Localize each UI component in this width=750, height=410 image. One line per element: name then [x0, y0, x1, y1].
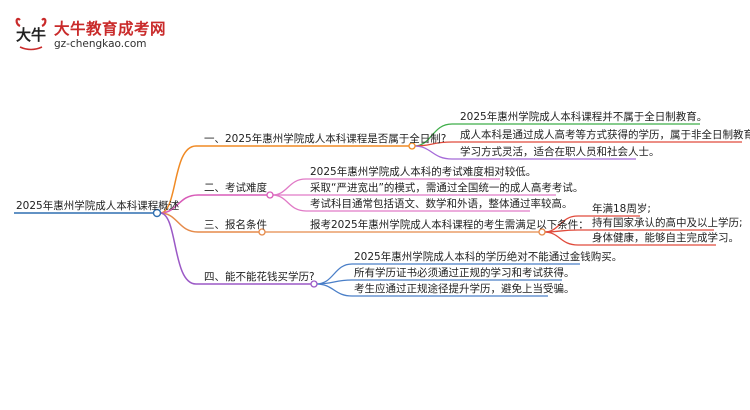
bull-logo-icon: 大牛 [15, 17, 47, 51]
branch-1-label[interactable]: 一、2025年惠州学院成人本科课程是否属于全日制? [204, 133, 447, 145]
connector-branch-3 [159, 212, 260, 233]
sub-3-1: 年满18周岁; [592, 203, 651, 215]
site-name: 大牛教育成考网 [54, 20, 167, 38]
sub-3-3: 身体健康，能够自主完成学习。 [592, 232, 739, 244]
root-topic[interactable]: 2025年惠州学院成人本科课程概述 [16, 200, 180, 212]
branch-3-label[interactable]: 三、报名条件 [204, 219, 267, 231]
sub-3-2: 持有国家承认的高中及以上学历; [592, 217, 743, 229]
branch-2-label[interactable]: 二、考试难度 [204, 182, 267, 194]
connector-leaf-1-3 [413, 145, 636, 160]
leaf-1-3: 学习方式灵活，适合在职人员和社会人士。 [460, 146, 660, 158]
connector-sub-3-3 [543, 231, 716, 246]
connector-leaf-2-3 [271, 194, 530, 212]
connector-branch-4 [159, 212, 312, 285]
leaf-4-2: 所有学历证书必须通过正规的学习和考试获得。 [354, 267, 575, 279]
branch-2-node-dot [266, 191, 274, 199]
branch-1-node-dot [408, 142, 416, 150]
leaf-4-3: 考生应通过正规途径提升学历，避免上当受骗。 [354, 283, 575, 295]
leaf-2-3: 考试科目通常包括语文、数学和外语，整体通过率较高。 [310, 198, 573, 210]
connector-branch-1 [159, 145, 410, 214]
connector-leaf-4-3 [315, 283, 548, 297]
leaf-4-1: 2025年惠州学院成人本科的学历绝对不能通过金钱购买。 [354, 251, 623, 263]
leaf-3-1: 报考2025年惠州学院成人本科课程的考生需满足以下条件： [310, 219, 589, 231]
leaf-2-2: 采取“严进宽出”的模式，需通过全国统一的成人高考考试。 [310, 182, 584, 194]
connector-branch-2 [159, 194, 268, 214]
branch-3-node-dot [258, 228, 266, 236]
leaf-3-node-dot [538, 228, 546, 236]
root-node-dot [152, 208, 162, 218]
site-url[interactable]: gz-chengkao.com [54, 38, 147, 50]
leaf-2-1: 2025年惠州学院成人本科的考试难度相对较低。 [310, 166, 537, 178]
branch-4-label[interactable]: 四、能不能花钱买学历? [204, 271, 315, 283]
logo-mark-text: 大牛 [16, 26, 46, 44]
branch-4-node-dot [310, 280, 318, 288]
leaf-1-1: 2025年惠州学院成人本科课程并不属于全日制教育。 [460, 111, 708, 123]
leaf-1-2: 成人本科是通过成人高考等方式获得的学历，属于非全日制教育形式。 [460, 129, 750, 141]
site-logo[interactable]: 大牛 大牛教育成考网 gz-chengkao.com [14, 14, 174, 54]
